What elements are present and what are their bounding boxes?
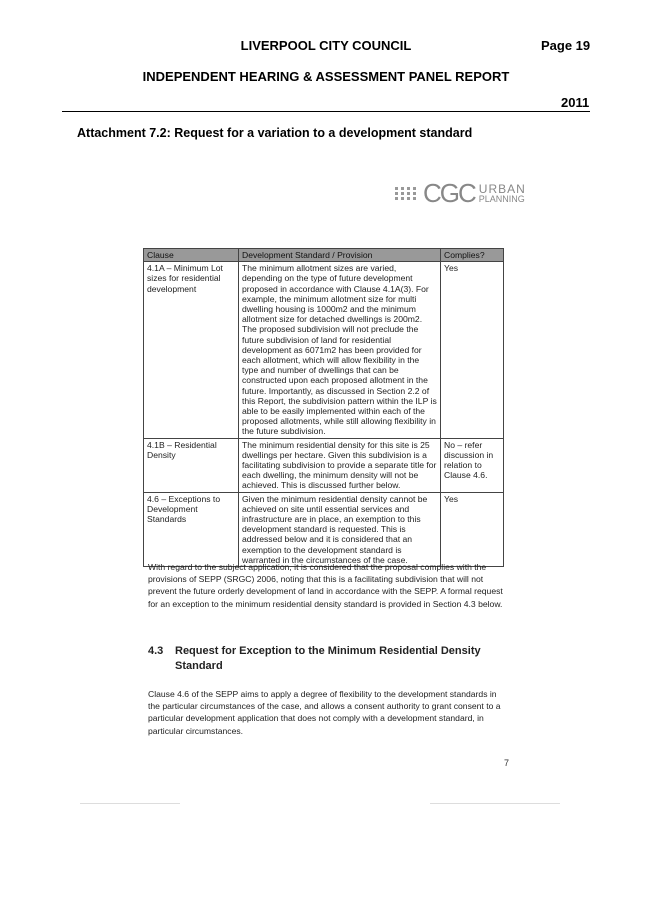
- table-header-row: Clause Development Standard / Provision …: [143, 247, 504, 263]
- development-standards-table: Clause Development Standard / Provision …: [143, 247, 504, 568]
- page-label: Page 19: [541, 38, 591, 53]
- cgc-logo: CGC URBAN PLANNING: [395, 180, 526, 206]
- section-title: Request for Exception to the Minimum Res…: [175, 645, 481, 672]
- council-name: LIVERPOOL CITY COUNCIL: [240, 38, 412, 53]
- row-complies: No – refer discussion in relation to Cla…: [440, 437, 504, 493]
- footer-line: [430, 803, 560, 804]
- body-paragraph: With regard to the subject application, …: [148, 562, 503, 609]
- row-provision: Given the minimum residential density ca…: [238, 491, 441, 568]
- table-row: 4.6 – Exceptions to Development Standard…: [143, 491, 504, 568]
- row-provision: The minimum residential density for this…: [238, 437, 441, 493]
- logo-word-planning: PLANNING: [478, 193, 525, 204]
- header-divider: [62, 111, 590, 112]
- row-clause: 4.1B – Residential Density: [143, 437, 239, 493]
- section-heading: 4.3 Request for Exception to the Minimum…: [148, 644, 488, 674]
- row-clause: 4.6 – Exceptions to Development Standard…: [143, 491, 239, 568]
- header-provision: Development Standard / Provision: [238, 247, 441, 263]
- logo-word-urban: URBAN: [478, 181, 526, 196]
- logo-dots-icon: [395, 186, 419, 200]
- row-complies: Yes: [440, 261, 504, 439]
- body-paragraph: Clause 4.6 of the SEPP aims to apply a d…: [148, 689, 501, 736]
- header-complies: Complies?: [440, 247, 504, 263]
- report-year: 2011: [561, 95, 590, 110]
- table-row: 4.1A – Minimum Lot sizes for residential…: [143, 261, 504, 439]
- section-number: 4.3: [148, 645, 164, 657]
- table-row: 4.1B – Residential Density The minimum r…: [143, 437, 504, 493]
- row-provision: The minimum allotment sizes are varied, …: [238, 261, 441, 439]
- attachment-title: Attachment 7.2: Request for a variation …: [77, 126, 473, 140]
- report-title: INDEPENDENT HEARING & ASSESSMENT PANEL R…: [142, 69, 510, 84]
- logo-mark: CGC: [423, 178, 477, 208]
- page-number: 7: [504, 758, 510, 768]
- header-clause: Clause: [143, 247, 239, 263]
- logo-wordmark: URBAN PLANNING: [479, 183, 526, 204]
- footer-line: [80, 803, 180, 804]
- row-clause: 4.1A – Minimum Lot sizes for residential…: [143, 261, 239, 439]
- row-complies: Yes: [440, 491, 504, 568]
